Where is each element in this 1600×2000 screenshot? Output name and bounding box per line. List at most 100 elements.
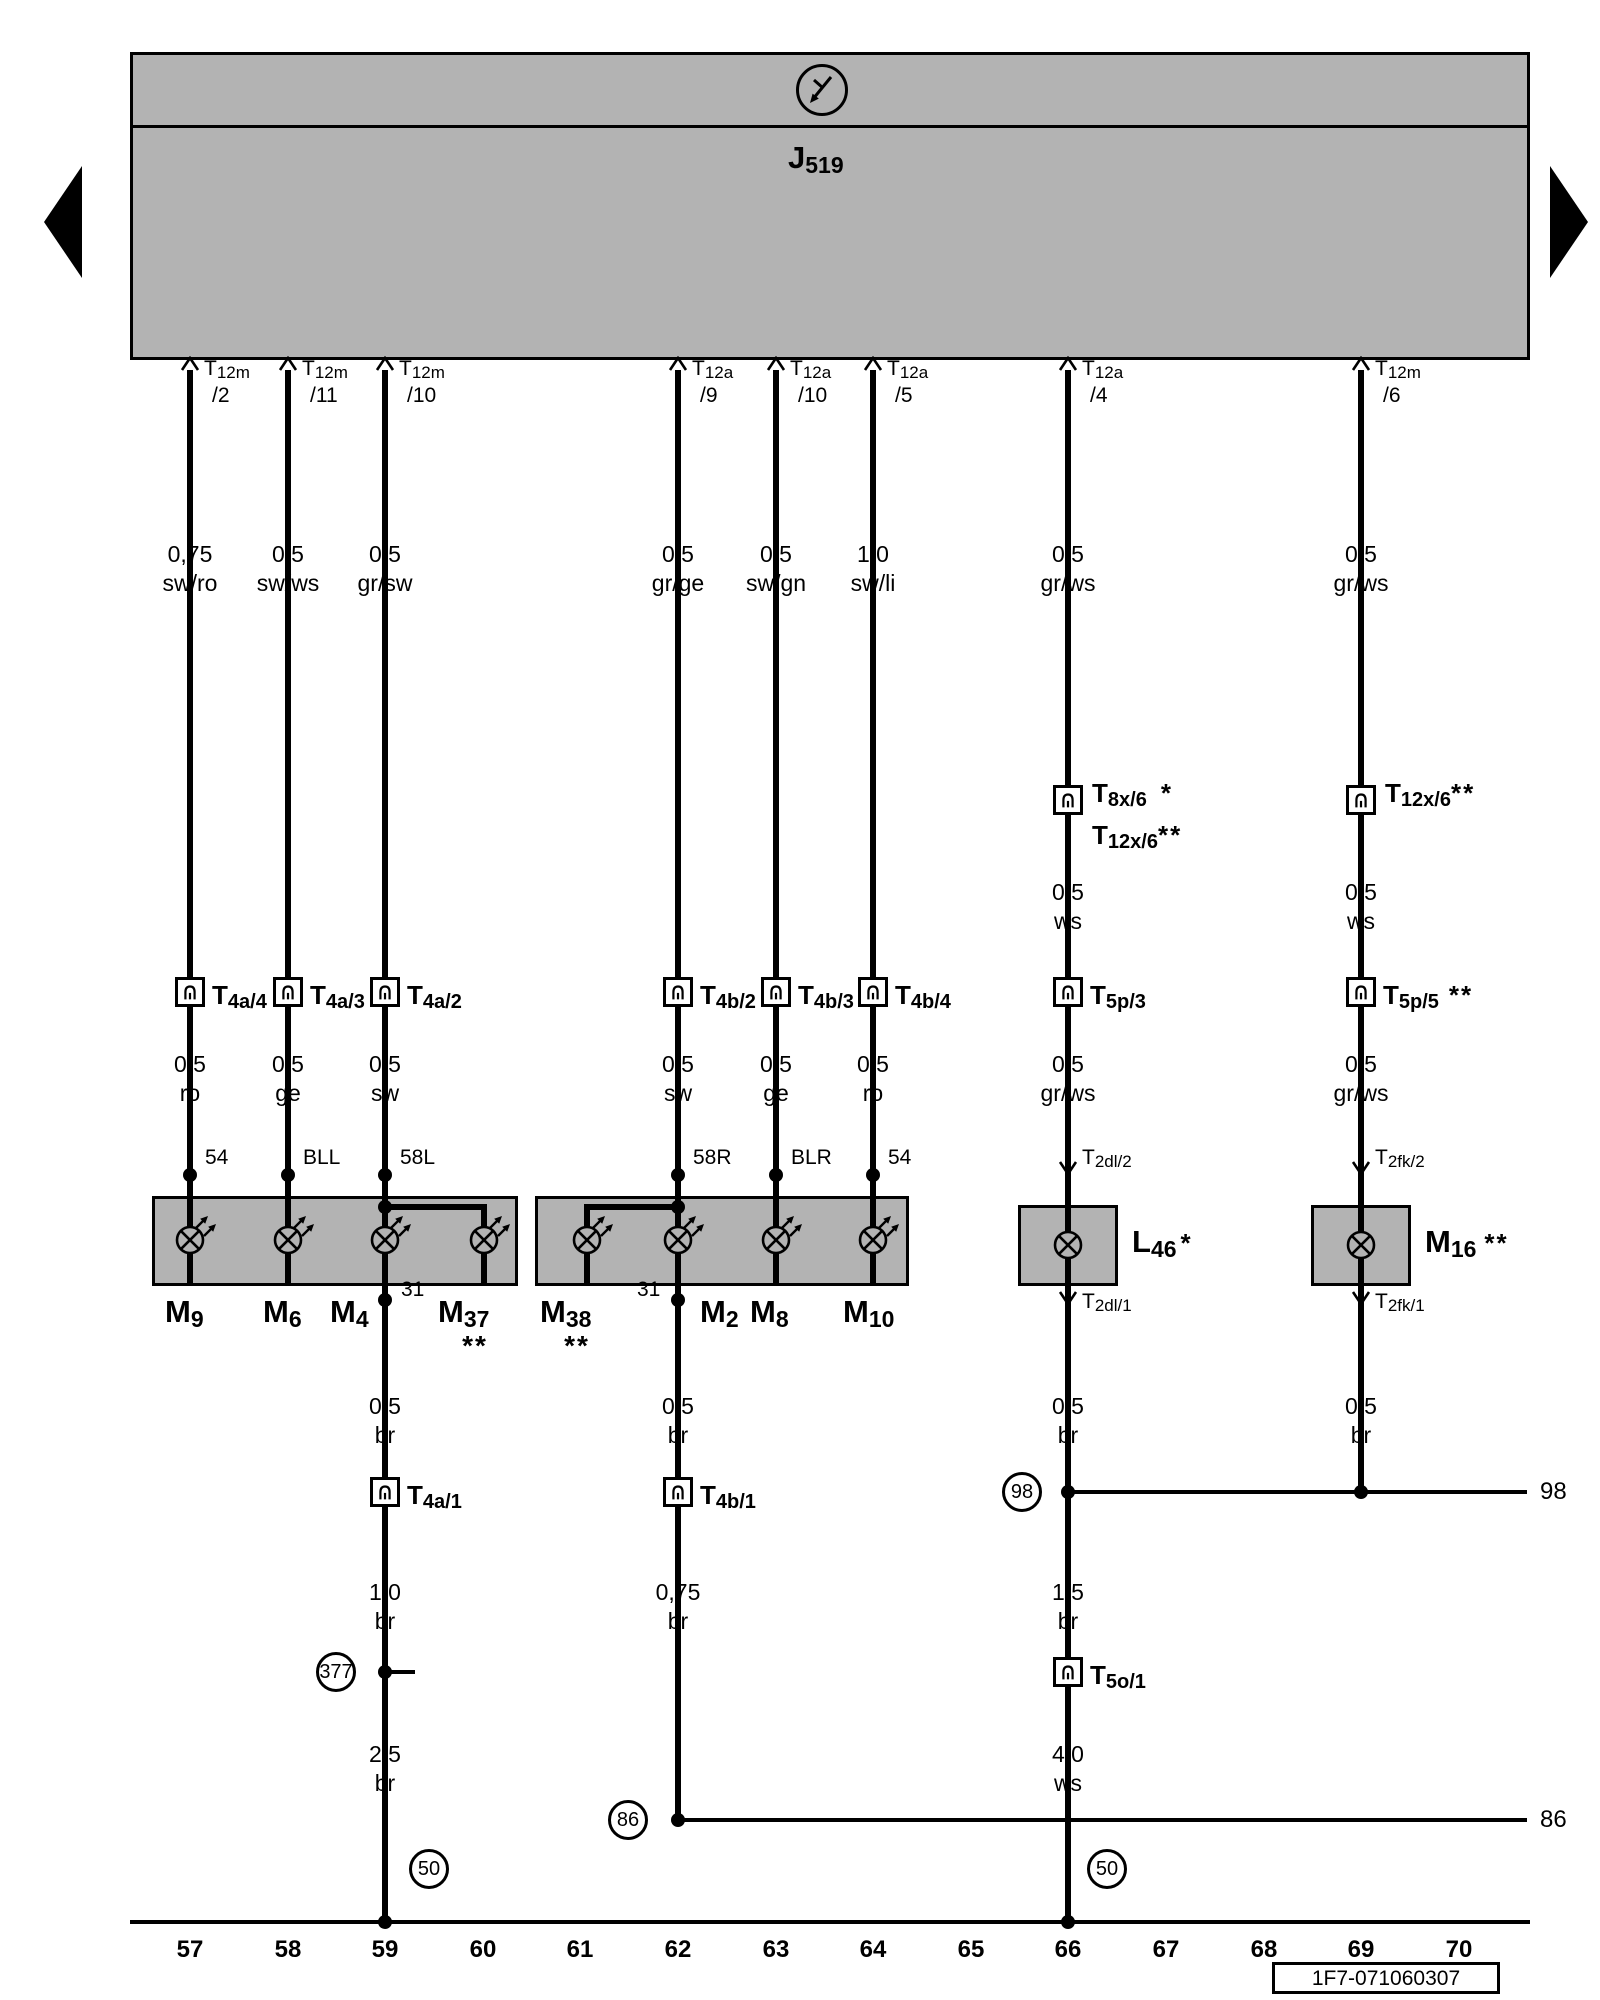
bulb-icon (175, 1216, 216, 1255)
connector-icon (273, 977, 303, 1007)
bulb-icon (1346, 1230, 1376, 1260)
bulb-icon (761, 1216, 802, 1255)
connection-ref-50-right: 50 (1087, 1849, 1127, 1889)
wire-arrow-down-icon (1058, 1161, 1078, 1176)
junction-dot (378, 1200, 392, 1214)
grid-number: 67 (1152, 1936, 1180, 1963)
bulb-icon (273, 1216, 314, 1255)
top-connector-label: T12m/11 (302, 357, 348, 407)
lamp-cluster-left (152, 1196, 518, 1286)
ground-rail (130, 1920, 1530, 1924)
wire-stub (773, 1253, 779, 1286)
connector-icon (858, 977, 888, 1007)
junction-dot (1354, 1485, 1368, 1499)
wire-arrow-up-icon (668, 356, 688, 371)
junction-dot (671, 1200, 685, 1214)
terminal-dot (378, 1168, 392, 1182)
inline-connector-label: T4a/4 (212, 980, 267, 1013)
wire-branch (382, 1204, 484, 1210)
page-arrow-right-icon (1550, 166, 1588, 278)
grid-number: 61 (566, 1936, 594, 1963)
inline-connector-label: T4b/1 (700, 1480, 756, 1513)
wire-arrow-down-icon (1058, 1291, 1078, 1306)
wire-stub (187, 1253, 193, 1286)
wire-stub (870, 1253, 876, 1286)
bulb-icon (1053, 1230, 1083, 1260)
part-number: 1F7-071060307 (1272, 1962, 1500, 1994)
wire-segment (382, 370, 388, 1227)
wire-segment (870, 370, 876, 1227)
terminal-dot (671, 1168, 685, 1182)
connection-ref-86: 86 (608, 1800, 648, 1840)
junction-dot (378, 1665, 392, 1679)
component-label: M2 (700, 1294, 739, 1332)
junction-dot (671, 1813, 685, 1827)
inline-connector-label: T4a/2 (407, 980, 462, 1013)
terminal-dot (769, 1168, 783, 1182)
component-label: M4 (330, 1294, 369, 1332)
inline-connector-label: T5o/1 (1090, 1660, 1146, 1693)
terminal-label: BLR (791, 1146, 832, 1169)
wire-arrow-down-icon (1351, 1291, 1371, 1306)
junction-dot (1061, 1485, 1075, 1499)
connector-icon (1346, 785, 1376, 815)
component-label: M9 (165, 1294, 204, 1332)
top-connector-label: T12m/2 (204, 357, 250, 407)
terminal-label: 58L (400, 1146, 436, 1169)
control-unit-symbol-icon (796, 64, 848, 116)
bulb-icon (469, 1216, 510, 1255)
bulb-icon (663, 1216, 704, 1255)
terminal-dot (866, 1168, 880, 1182)
junction-dot (671, 1293, 685, 1307)
grid-number: 64 (859, 1936, 887, 1963)
component-label: M37 (438, 1294, 490, 1332)
wire-arrow-up-icon (1058, 356, 1078, 371)
terminal-label: T2fk/1 (1375, 1290, 1425, 1315)
inline-connector-label: T4a/3 (310, 980, 365, 1013)
connector-icon (1053, 977, 1083, 1007)
edge-label-86: 86 (1540, 1806, 1567, 1833)
wire-arrow-up-icon (1351, 356, 1371, 371)
connector-icon (175, 977, 205, 1007)
grid-number: 60 (469, 1936, 497, 1963)
connector-icon (370, 1477, 400, 1507)
lamp-cluster-right (535, 1196, 909, 1286)
line-86 (678, 1818, 1527, 1822)
wire-segment (675, 1253, 681, 1821)
wire-segment (285, 370, 291, 1227)
grid-number: 62 (664, 1936, 692, 1963)
inline-connector-label: T4a/1 (407, 1480, 462, 1513)
wire-arrow-up-icon (278, 356, 298, 371)
wire-segment (773, 370, 779, 1227)
inline-connector-label: T8x/6* (1092, 778, 1173, 811)
component-variant-stars: ** (564, 1330, 590, 1361)
edge-label-98: 98 (1540, 1478, 1567, 1505)
terminal-label: T2dl/1 (1082, 1290, 1132, 1315)
bulb-icon (370, 1216, 411, 1255)
grid-number: 57 (176, 1936, 204, 1963)
band-divider-line (133, 125, 1527, 128)
grid-number: 63 (762, 1936, 790, 1963)
top-connector-label: T12m/10 (399, 357, 445, 407)
terminal-label: 54 (205, 1146, 229, 1169)
junction-tick-377 (389, 1670, 415, 1674)
connection-ref-377: 377 (316, 1652, 356, 1692)
page-arrow-left-icon (44, 166, 82, 278)
wire-segment (1065, 1258, 1071, 1923)
terminal-label: BLL (303, 1146, 341, 1169)
bulb-icon (572, 1216, 613, 1255)
